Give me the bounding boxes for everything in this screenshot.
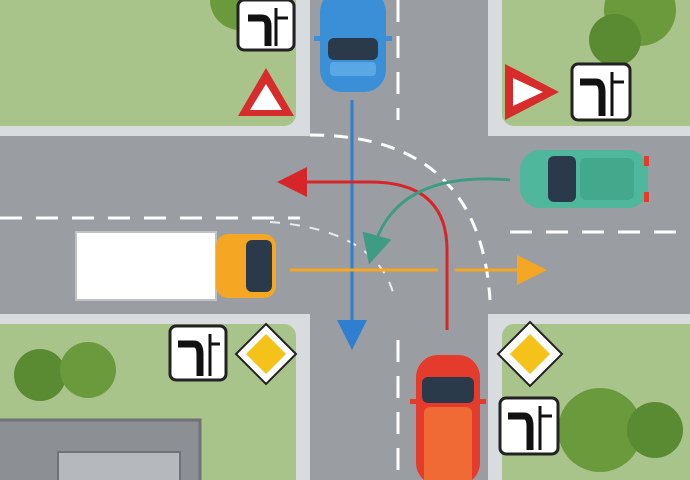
priority-diamond-icon [496, 320, 564, 388]
blue-car [314, 0, 392, 92]
inner-curve-marking [269, 221, 396, 301]
yield-triangle-icon [505, 64, 559, 120]
road-layout-icon [168, 324, 228, 382]
teal-path-arrow [362, 177, 511, 265]
building [0, 418, 202, 480]
yield-triangle-icon [238, 68, 294, 116]
road-layout-icon [570, 62, 632, 122]
red-car [410, 355, 486, 480]
road-layout-icon [498, 396, 560, 456]
teal-car [520, 150, 649, 208]
red-path-arrow [277, 167, 449, 330]
priority-diamond-icon [234, 322, 298, 386]
road-layout-icon [236, 0, 296, 52]
orange-truck [75, 231, 276, 301]
